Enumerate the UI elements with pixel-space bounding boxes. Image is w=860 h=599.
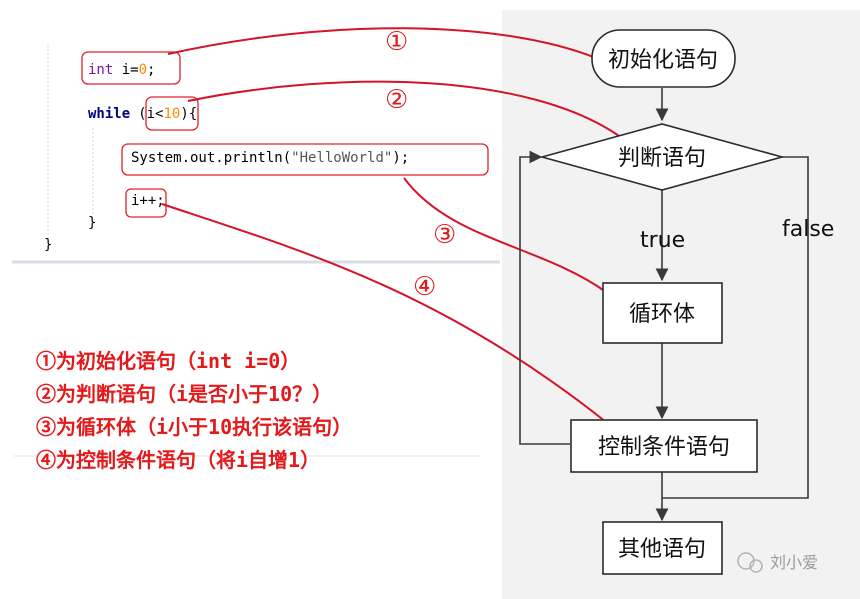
flow-true-label: true	[640, 228, 685, 253]
marker-2: ②	[385, 85, 408, 115]
highlight-body	[121, 143, 489, 176]
flow-judge-node	[538, 123, 786, 191]
highlight-increment	[125, 188, 167, 218]
code-line-2: while(i<10){	[88, 106, 197, 122]
highlight-init	[81, 51, 181, 85]
code-line-4: i++;	[131, 193, 165, 209]
flow-control-node	[570, 419, 758, 473]
marker-1: ①	[385, 27, 408, 57]
note-1: ①为初始化语句（int i=0）	[36, 349, 300, 373]
code-line-6: }	[44, 237, 52, 253]
wechat-icon-bubble	[749, 559, 763, 573]
flow-other-node	[602, 521, 723, 575]
code-int-keyword: int	[88, 62, 113, 78]
flow-false-label: false	[782, 217, 834, 242]
flow-body-node	[602, 282, 723, 344]
code-line-5: }	[88, 215, 96, 231]
note-2: ②为判断语句（i是否小于10？）	[36, 382, 332, 406]
code-line-1: int i=0;	[88, 62, 155, 78]
code-line-3: System.out.println("HelloWorld");	[131, 150, 409, 166]
flow-judge-label: 判断语句	[618, 146, 706, 171]
flow-control-label: 控制条件语句	[598, 435, 730, 460]
flow-init-label: 初始化语句	[608, 48, 718, 73]
flow-other-label: 其他语句	[618, 537, 706, 562]
note-4: ④为控制条件语句（将i自增1）	[36, 448, 320, 472]
watermark-text: 刘小爱	[770, 553, 818, 572]
annotation-curve-2	[187, 80, 623, 139]
code-while-keyword: while	[88, 106, 130, 122]
flow-loop-back	[519, 150, 570, 445]
highlight-condition	[145, 96, 199, 131]
marker-3: ③	[433, 220, 456, 250]
marker-4: ④	[413, 272, 436, 302]
flow-false-path	[662, 156, 809, 499]
watermark: 刘小爱	[737, 552, 818, 573]
annotation-curve-3	[403, 177, 607, 293]
flow-init-node	[591, 29, 736, 88]
flow-body-label: 循环体	[629, 302, 695, 327]
annotation-curve-4	[161, 203, 607, 423]
annotation-curve-1	[167, 27, 597, 59]
note-3: ③为循环体（i小于10执行该语句）	[36, 415, 352, 439]
